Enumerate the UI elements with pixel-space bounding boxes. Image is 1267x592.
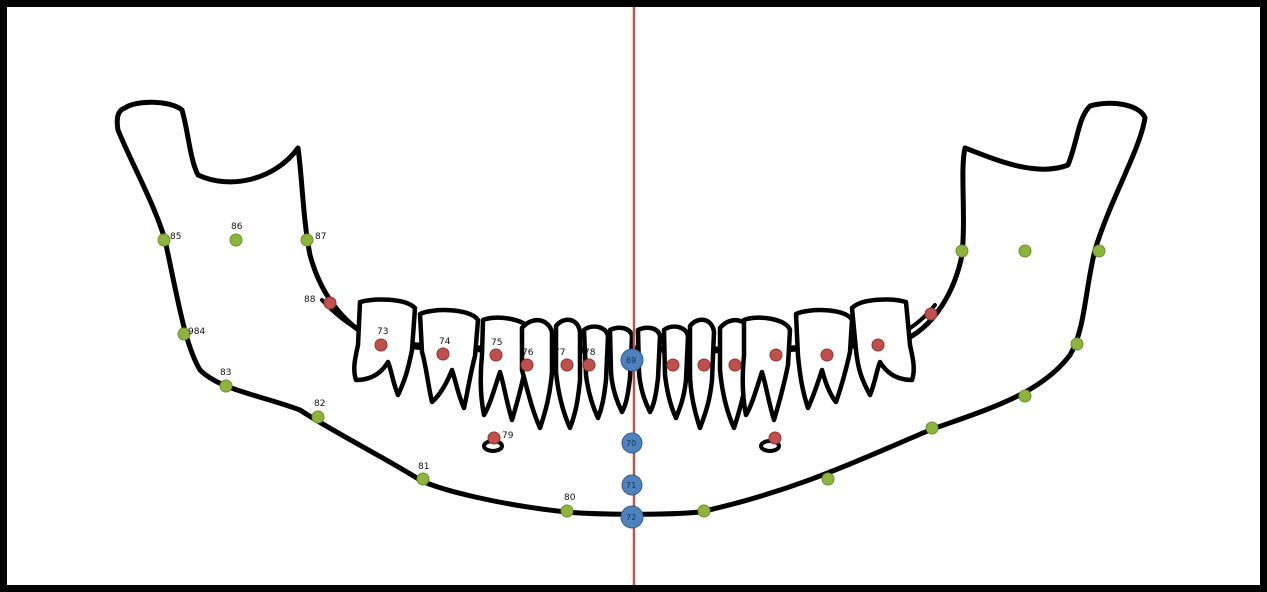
landmark-78-mirror[interactable] <box>667 359 679 371</box>
landmark-80-mirror[interactable] <box>698 505 710 517</box>
landmark-79[interactable] <box>488 432 500 444</box>
tooth <box>420 310 478 408</box>
tooth <box>556 320 580 428</box>
label-75: 75 <box>491 338 502 348</box>
label-72: 72 <box>626 513 636 522</box>
tooth <box>690 320 714 428</box>
label-85: 85 <box>170 232 181 242</box>
label-79: 79 <box>502 431 514 441</box>
landmark-82[interactable] <box>312 411 324 423</box>
landmark-83[interactable] <box>220 380 232 392</box>
landmark-74-mirror[interactable] <box>821 349 833 361</box>
landmark-86-mirror[interactable] <box>1019 245 1031 257</box>
landmark-80[interactable] <box>561 505 573 517</box>
label-81: 81 <box>418 462 429 472</box>
label-76: 76 <box>522 348 534 358</box>
label-82: 82 <box>314 399 325 409</box>
landmark-77-mirror[interactable] <box>698 359 710 371</box>
label-69: 69 <box>626 356 636 365</box>
label-88: 88 <box>304 295 316 305</box>
label-74: 74 <box>439 337 451 347</box>
landmark-76[interactable] <box>521 359 533 371</box>
landmark-88[interactable] <box>324 297 336 309</box>
tooth <box>664 327 688 418</box>
label-70: 70 <box>626 439 636 448</box>
label-86: 86 <box>231 222 243 232</box>
tooth <box>743 318 790 420</box>
label-84: 984 <box>188 327 205 337</box>
landmark-87-mirror[interactable] <box>956 245 968 257</box>
label-71: 71 <box>626 481 636 490</box>
landmark-79-mirror[interactable] <box>769 432 781 444</box>
landmark-87[interactable] <box>301 234 313 246</box>
landmark-82-mirror[interactable] <box>926 422 938 434</box>
landmark-88-mirror[interactable] <box>925 308 937 320</box>
label-73: 73 <box>377 327 388 337</box>
landmark-81-mirror[interactable] <box>822 473 834 485</box>
landmark-73-mirror[interactable] <box>872 339 884 351</box>
label-77: 77 <box>554 348 565 358</box>
landmark-73[interactable] <box>375 339 387 351</box>
label-78: 78 <box>584 348 596 358</box>
tooth <box>522 320 552 428</box>
landmark-74[interactable] <box>437 348 449 360</box>
label-87: 87 <box>315 232 326 242</box>
landmark-86[interactable] <box>230 234 242 246</box>
landmark-84-mirror[interactable] <box>1071 338 1083 350</box>
landmark-85[interactable] <box>158 234 170 246</box>
tooth <box>584 327 608 418</box>
landmark-81[interactable] <box>417 473 429 485</box>
landmark-76-mirror[interactable] <box>729 359 741 371</box>
landmark-75-mirror[interactable] <box>770 349 782 361</box>
landmark-75[interactable] <box>490 349 502 361</box>
label-83: 83 <box>220 368 231 378</box>
landmark-83-mirror[interactable] <box>1019 390 1031 402</box>
landmark-78[interactable] <box>583 359 595 371</box>
label-80: 80 <box>564 493 576 503</box>
tooth <box>638 328 660 412</box>
landmark-77[interactable] <box>561 359 573 371</box>
landmark-85-mirror[interactable] <box>1093 245 1105 257</box>
